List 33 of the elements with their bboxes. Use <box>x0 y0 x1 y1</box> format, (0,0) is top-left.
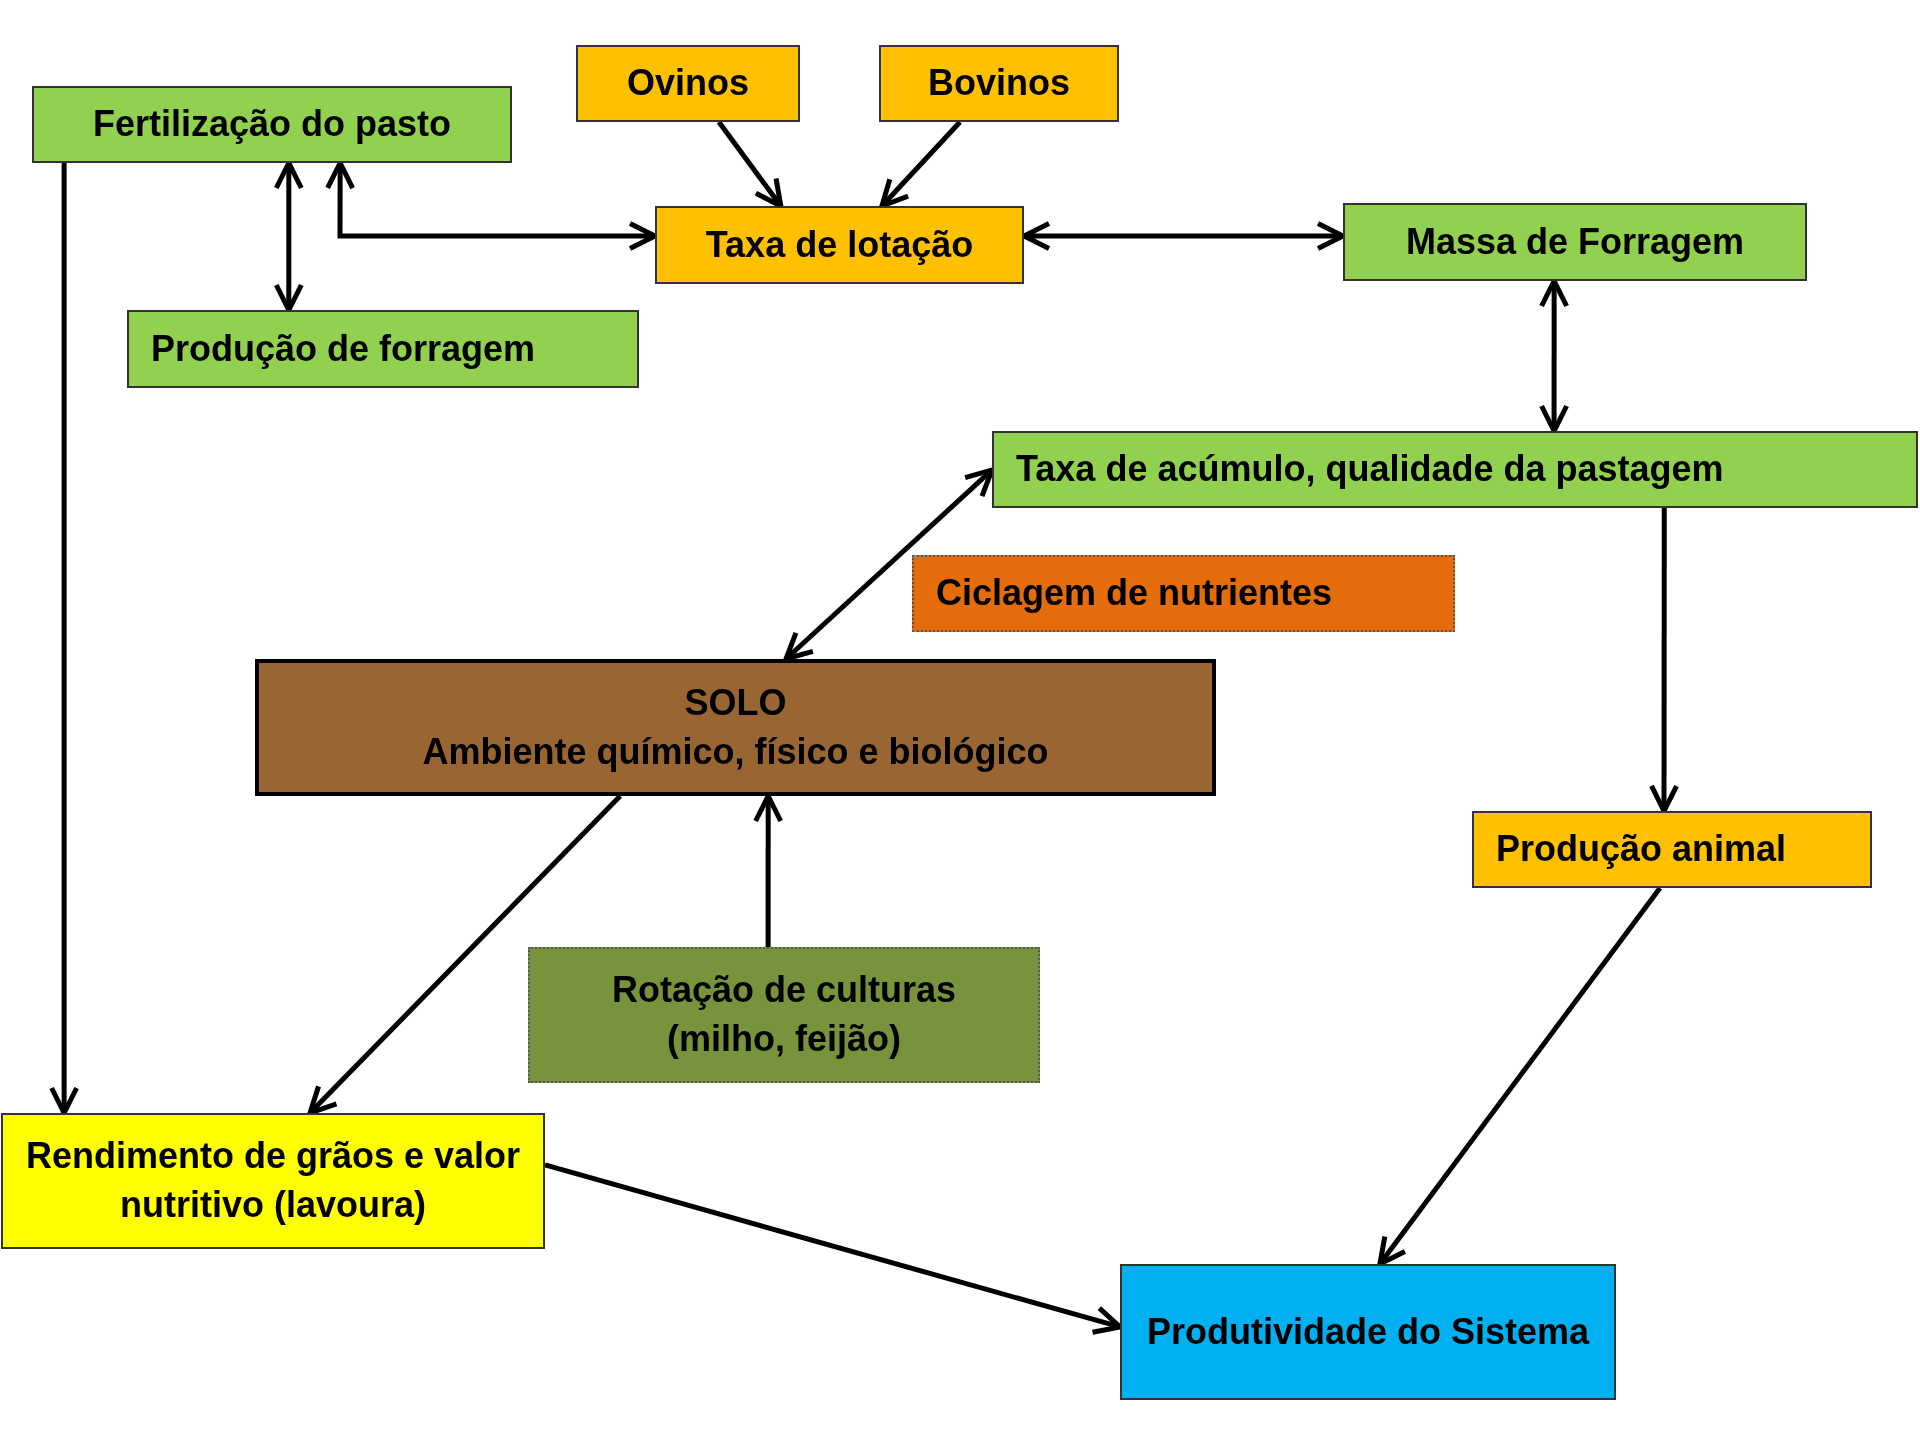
box-label: Ciclagem de nutrientes <box>936 571 1333 616</box>
concept-box <box>1 1113 545 1249</box>
concept-box <box>255 659 1216 796</box>
concept-box <box>32 86 512 163</box>
arrow <box>307 794 622 1116</box>
arrow <box>49 163 80 1116</box>
concept-box <box>912 555 1455 632</box>
concept-box <box>992 431 1918 508</box>
concept-box <box>655 206 1024 284</box>
concept-box <box>528 947 1040 1083</box>
box-label: Bovinos <box>928 61 1070 106</box>
box-label: Rendimento de grãos e valor nutritivo (lavoura) <box>25 1134 521 1227</box>
box-label: Fertilização do pasto <box>92 102 452 147</box>
concept-box <box>879 45 1119 122</box>
arrow <box>1649 508 1679 814</box>
box-label: Ambiente químico, físico e biológico <box>422 729 1049 774</box>
box-label: SOLO <box>684 680 787 725</box>
concept-box <box>1472 811 1872 888</box>
concept-box <box>1343 203 1807 281</box>
box-label: Rotação de culturas (milho, feijão) <box>610 968 958 1061</box>
box-label: Produtividade do Sistema <box>1146 1309 1590 1354</box>
concept-box <box>576 45 800 122</box>
box-label: Ovinos <box>627 61 749 106</box>
concept-box <box>1120 1264 1616 1400</box>
box-label: Taxa de acúmulo, qualidade da pastagem <box>1016 447 1724 492</box>
arrow <box>1377 886 1662 1267</box>
box-label: Taxa de lotação <box>705 222 974 267</box>
box-label: Massa de Forragem <box>1405 219 1745 264</box>
arrow <box>716 120 784 209</box>
box-label: Produção animal <box>1496 827 1787 872</box>
box-label: Produção de forragem <box>151 326 536 371</box>
concept-box <box>127 310 639 388</box>
arrow <box>879 120 962 209</box>
